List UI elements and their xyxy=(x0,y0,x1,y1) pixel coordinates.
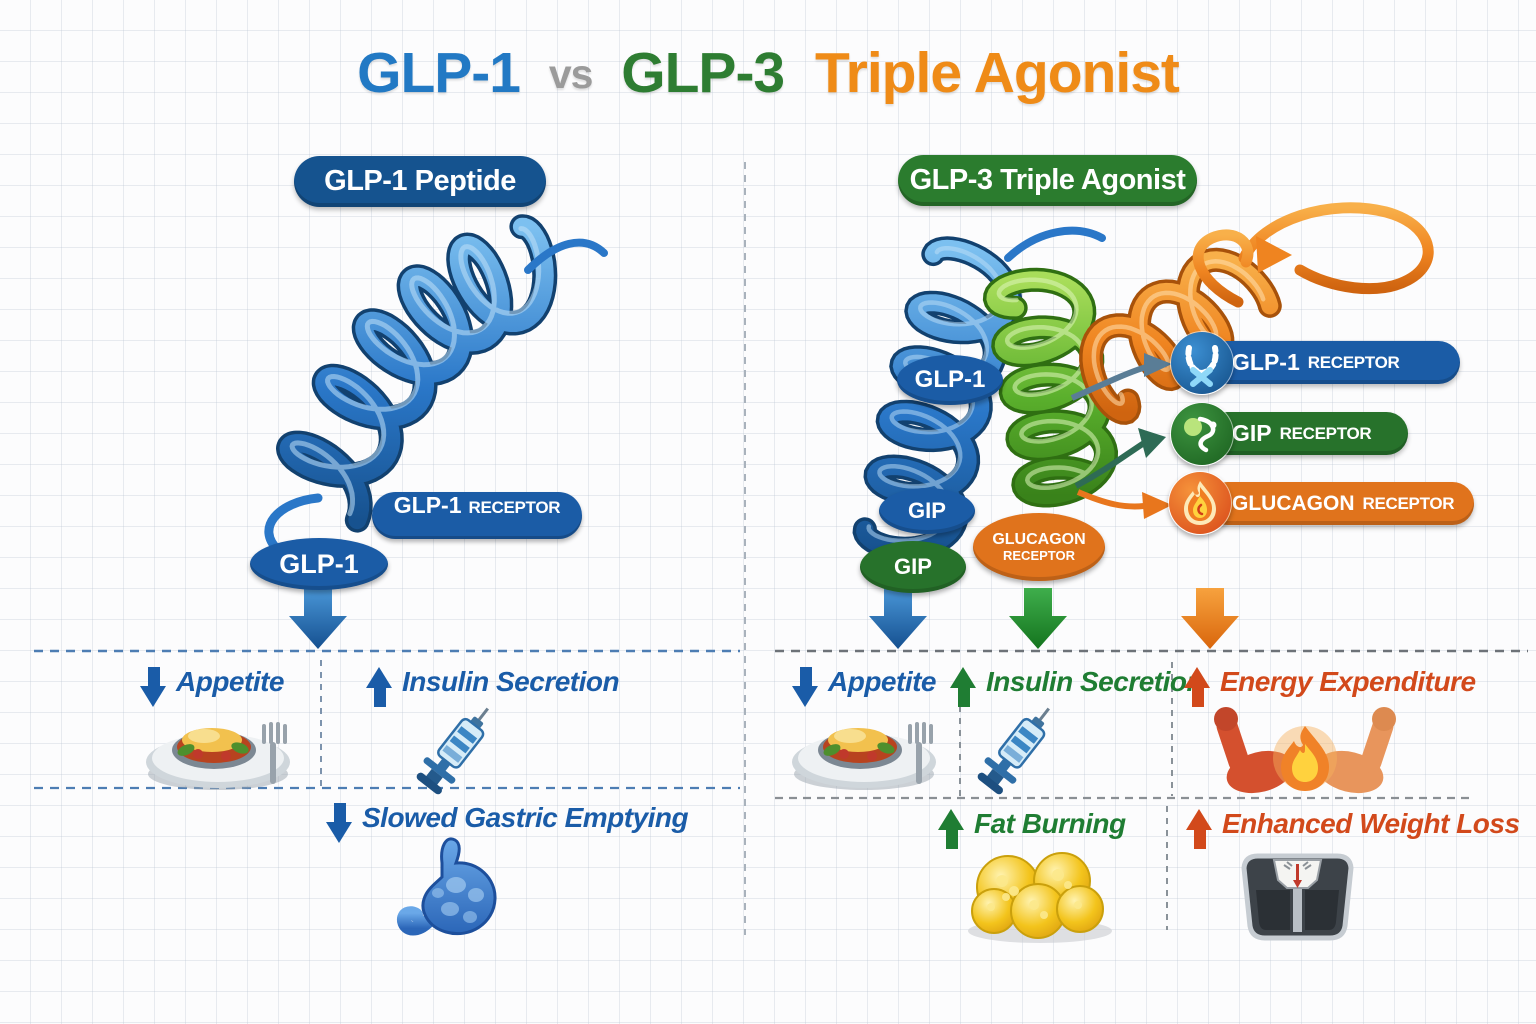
title-suffix: Triple Agonist xyxy=(814,41,1180,105)
left-panel-header: GLP-1 Peptide xyxy=(294,156,546,207)
green-helix xyxy=(982,267,1119,508)
right-effect-appetite: Appetite xyxy=(792,666,937,708)
stomach-icon xyxy=(396,837,497,936)
glucagon-receptor-badge: GLUCAGON RECEPTOR xyxy=(1206,482,1474,525)
right-gip-oval-green: GIP xyxy=(860,541,966,593)
flame-icon xyxy=(1169,472,1231,534)
right-effect-weight-label: Enhanced Weight Loss xyxy=(1222,808,1520,839)
up-arrow-icon xyxy=(938,808,965,850)
right-glp1-oval: GLP-1 xyxy=(897,355,1003,405)
down-arrow-icon xyxy=(140,666,167,708)
right-effect-insulin: Insulin Secretion xyxy=(950,666,1204,708)
down-arrow-icon xyxy=(792,666,819,708)
glp1-helix-tail xyxy=(524,238,608,274)
glp1-peptide-oval: GLP-1 xyxy=(250,538,388,590)
right-gip-oval-blue: GIP xyxy=(879,488,975,534)
right-effect-fat-label: Fat Burning xyxy=(974,808,1126,839)
right-effect-energy: Energy Expenditure xyxy=(1184,666,1476,708)
left-effect-insulin-label: Insulin Secretion xyxy=(402,666,620,697)
down-arrow-icon xyxy=(326,802,353,844)
up-arrow-icon xyxy=(1184,666,1211,708)
glp1-badge-rest: RECEPTOR xyxy=(1307,352,1400,372)
left-effect-insulin: Insulin Secretion xyxy=(366,666,620,708)
meal-plate-icon xyxy=(792,722,936,790)
fork-icon xyxy=(908,722,933,784)
glucagon-oval-line1: GLUCAGON xyxy=(992,530,1086,548)
glp1-receptor-badge: GLP-1 RECEPTOR xyxy=(1206,341,1460,384)
gip-receptor-arrowhead xyxy=(1138,428,1166,458)
right-down-arrow-blue xyxy=(869,588,927,649)
left-effect-gastric: Slowed Gastric Emptying xyxy=(326,802,689,844)
molecule-swirl-icon xyxy=(1171,403,1233,465)
pathway-down-arrows xyxy=(289,588,1239,649)
right-effect-weight: Enhanced Weight Loss xyxy=(1186,808,1520,850)
flexed-arms-flame-icon xyxy=(1214,707,1396,794)
fat-cells-icon xyxy=(968,852,1112,943)
receptor-horseshoe-icon xyxy=(1171,332,1233,394)
title-glp1: GLP-1 xyxy=(357,41,521,105)
right-effect-appetite-label: Appetite xyxy=(828,666,937,697)
gip-badge-strong: GIP xyxy=(1232,420,1272,446)
glp1-receptor-arrowhead xyxy=(1144,353,1172,377)
orange-arrowhead xyxy=(1256,236,1292,273)
glucagon-badge-strong: GLUCAGON xyxy=(1232,491,1355,515)
weighing-scale-icon xyxy=(1241,853,1354,941)
gip-receptor-badge: GIP RECEPTOR xyxy=(1206,412,1408,455)
right-down-arrow-orange xyxy=(1181,588,1239,649)
page-title: GLP-1 vs GLP-3 Triple Agonist xyxy=(0,40,1536,106)
meal-plate-icon xyxy=(146,722,290,790)
glp1-receptor-pill: GLP-1 RECEPTOR xyxy=(372,492,582,539)
right-effect-energy-label: Energy Expenditure xyxy=(1220,666,1476,697)
left-effect-appetite: Appetite xyxy=(140,666,285,708)
gip-receptor-badge-circle xyxy=(1170,402,1234,466)
glucagon-oval-line2: RECEPTOR xyxy=(1003,547,1075,563)
right-effect-insulin-label: Insulin Secretion xyxy=(986,666,1204,697)
title-vs: vs xyxy=(548,51,594,97)
left-down-arrow xyxy=(289,588,347,649)
glucagon-badge-rest: RECEPTOR xyxy=(1362,493,1455,513)
glucagon-receptor-oval: GLUCAGON RECEPTOR xyxy=(973,513,1105,581)
orange-swirl-arrow xyxy=(1192,202,1434,308)
up-arrow-icon xyxy=(1186,808,1213,850)
up-arrow-icon xyxy=(366,666,393,708)
right-panel-header: GLP-3 Triple Agonist xyxy=(898,155,1197,206)
glp1-receptor-badge-circle xyxy=(1170,331,1234,395)
gip-badge-rest: RECEPTOR xyxy=(1279,423,1372,443)
glp1-receptor-rest: RECEPTOR xyxy=(468,498,561,517)
right-down-arrow-green xyxy=(1009,588,1067,649)
syringe-icon xyxy=(416,707,489,795)
receptor-connector-arrows xyxy=(1070,353,1172,519)
syringe-icon xyxy=(977,707,1050,795)
glp1-badge-strong: GLP-1 xyxy=(1232,349,1300,375)
right-effect-fat: Fat Burning xyxy=(938,808,1126,850)
blue-helix-tail xyxy=(1004,226,1106,262)
up-arrow-icon xyxy=(950,666,977,708)
left-effect-appetite-label: Appetite xyxy=(176,666,285,697)
left-effect-gastric-label: Slowed Gastric Emptying xyxy=(362,802,689,833)
flame-glyph xyxy=(1281,726,1329,791)
fork-icon xyxy=(262,722,287,784)
title-glp3: GLP-3 xyxy=(621,41,785,105)
glp1-receptor-strong: GLP-1 xyxy=(393,492,462,518)
glucagon-receptor-badge-circle xyxy=(1168,471,1232,535)
